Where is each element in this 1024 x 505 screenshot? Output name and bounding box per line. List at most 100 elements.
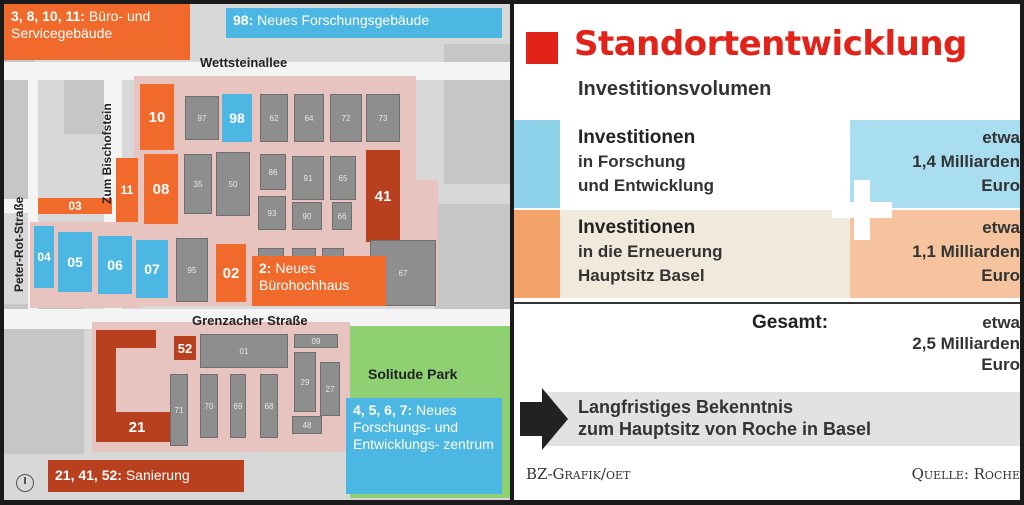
street-grenzacher-strasse: Grenzacher Straße bbox=[192, 313, 308, 328]
callout-research-building: 98: Neues Forschungsgebäude bbox=[226, 8, 502, 38]
row-value-line: Euro bbox=[981, 266, 1020, 285]
building-21: 21 bbox=[96, 412, 178, 442]
building-01: 01 bbox=[200, 334, 288, 368]
row-body bbox=[560, 210, 850, 298]
row-value-line: 1,4 Milliarden bbox=[912, 152, 1020, 171]
row-value-line: etwa bbox=[982, 128, 1020, 147]
source-credit: Quelle: Roche bbox=[911, 465, 1020, 483]
callout-service-buildings: 3, 8, 10, 11: Büro- und Servicegebäude bbox=[4, 4, 190, 60]
building-73: 73 bbox=[366, 94, 400, 142]
total-value: etwa 2,5 Milliarden Euro bbox=[850, 312, 1020, 375]
row-accent bbox=[514, 210, 560, 298]
callout-rd-text: Neues Forschungs- und Entwicklungs- zent… bbox=[353, 402, 494, 452]
building-10: 10 bbox=[140, 84, 174, 150]
row-line: in Forschung bbox=[578, 152, 686, 171]
callout-service-text: Büro- und Servicegebäude bbox=[11, 8, 151, 41]
page-title: Standortentwicklung bbox=[574, 24, 967, 64]
building-64: 64 bbox=[294, 94, 324, 142]
callout-rd-numbers: 4, 5, 6, 7: bbox=[353, 402, 413, 418]
row-description: Investitionen in Forschung und Entwicklu… bbox=[578, 126, 714, 198]
row-value: etwa 1,4 Milliarden Euro bbox=[850, 126, 1020, 198]
building-52: 52 bbox=[174, 336, 196, 360]
total-value-line: Euro bbox=[981, 355, 1020, 374]
building-62: 62 bbox=[260, 94, 288, 142]
row-line: Hauptsitz Basel bbox=[578, 266, 705, 285]
arrow-right-icon bbox=[520, 388, 568, 450]
commitment-bar bbox=[544, 392, 1020, 446]
callout-renovation-numbers: 21, 41, 52: bbox=[55, 467, 122, 483]
building-68: 68 bbox=[260, 374, 278, 438]
callout-research-number: 98: bbox=[233, 12, 254, 28]
investment-row-renewal: Investitionen in die Erneuerung Hauptsit… bbox=[514, 210, 1020, 298]
road-wettsteinallee bbox=[4, 62, 510, 80]
building-91: 91 bbox=[292, 156, 324, 200]
label-solitude-park: Solitude Park bbox=[368, 366, 458, 382]
commitment-text: Langfristiges Bekenntnis zum Hauptsitz v… bbox=[578, 396, 871, 440]
street-peter-rot-strasse: Peter-Rot-Straße bbox=[12, 196, 26, 292]
building-07: 07 bbox=[136, 240, 168, 298]
building-41: 41 bbox=[366, 150, 400, 242]
building-93: 93 bbox=[258, 196, 286, 230]
building-48: 48 bbox=[292, 416, 322, 434]
compass-icon bbox=[16, 474, 34, 492]
title-square-icon bbox=[526, 32, 558, 64]
building-04: 04 bbox=[34, 226, 54, 288]
row-value-bg bbox=[850, 210, 1020, 298]
row-value-line: Euro bbox=[981, 176, 1020, 195]
building-66: 66 bbox=[332, 202, 352, 230]
building-05: 05 bbox=[58, 232, 92, 292]
building-03: 03 bbox=[38, 198, 112, 214]
road-peter-rot bbox=[28, 80, 38, 310]
plus-icon bbox=[832, 180, 892, 240]
city-block bbox=[434, 204, 510, 314]
row-heading: Investitionen bbox=[578, 127, 696, 148]
city-block bbox=[4, 304, 84, 454]
row-accent bbox=[514, 120, 560, 208]
building-72: 72 bbox=[330, 94, 362, 142]
building-50: 50 bbox=[216, 152, 250, 216]
investment-row-research: Investitionen in Forschung und Entwicklu… bbox=[514, 120, 1020, 208]
graphic-credit: BZ-Grafik/oet bbox=[526, 465, 631, 483]
row-line: in die Erneuerung bbox=[578, 242, 723, 261]
row-heading: Investitionen bbox=[578, 217, 696, 238]
callout-renovation: 21, 41, 52: Sanierung bbox=[48, 460, 244, 492]
total-value-line: 2,5 Milliarden bbox=[912, 334, 1020, 353]
building-02: 02 bbox=[216, 244, 246, 302]
row-value-line: 1,1 Milliarden bbox=[912, 242, 1020, 261]
row-line: und Entwicklung bbox=[578, 176, 714, 195]
total-label: Gesamt: bbox=[752, 312, 829, 333]
building-35: 35 bbox=[184, 154, 212, 214]
building-97: 97 bbox=[185, 96, 219, 140]
site-map: 97 98 62 64 72 73 10 11 08 35 50 86 91 6… bbox=[4, 4, 510, 500]
callout-office-text: Neues Bürohochhaus bbox=[259, 260, 350, 293]
building-11: 11 bbox=[116, 158, 138, 222]
building-08: 08 bbox=[144, 154, 178, 224]
row-value: etwa 1,1 Milliarden Euro bbox=[850, 216, 1020, 288]
row-value-bg bbox=[850, 120, 1020, 208]
row-body bbox=[560, 120, 850, 208]
street-zum-bischofstein: Zum Bischofstein bbox=[100, 103, 114, 204]
building-90: 90 bbox=[292, 202, 322, 230]
callout-office-tower: 2: Neues Bürohochhaus bbox=[252, 256, 386, 306]
building-69: 69 bbox=[230, 374, 246, 438]
building-95: 95 bbox=[176, 238, 208, 302]
callout-service-numbers: 3, 8, 10, 11: bbox=[11, 8, 85, 24]
building-70: 70 bbox=[200, 374, 218, 438]
info-panel: Standortentwicklung Investitionsvolumen … bbox=[514, 4, 1020, 500]
total-divider bbox=[514, 302, 1020, 304]
total-value-line: etwa bbox=[982, 313, 1020, 332]
building-98: 98 bbox=[222, 94, 252, 142]
callout-office-number: 2: bbox=[259, 260, 272, 276]
row-value-line: etwa bbox=[982, 218, 1020, 237]
callout-rd-center: 4, 5, 6, 7: Neues Forschungs- und Entwic… bbox=[346, 398, 502, 494]
row-description: Investitionen in die Erneuerung Hauptsit… bbox=[578, 216, 723, 288]
building-86: 86 bbox=[260, 154, 286, 190]
building-71: 71 bbox=[170, 374, 188, 446]
page-subtitle: Investitionsvolumen bbox=[578, 78, 772, 100]
commitment-line: zum Hauptsitz von Roche in Basel bbox=[578, 419, 872, 439]
building-09: 09 bbox=[294, 334, 338, 348]
commitment-line: Langfristiges Bekenntnis bbox=[578, 397, 794, 417]
callout-renovation-text: Sanierung bbox=[121, 467, 190, 483]
building-21-side bbox=[96, 330, 116, 432]
building-29: 29 bbox=[294, 352, 316, 412]
